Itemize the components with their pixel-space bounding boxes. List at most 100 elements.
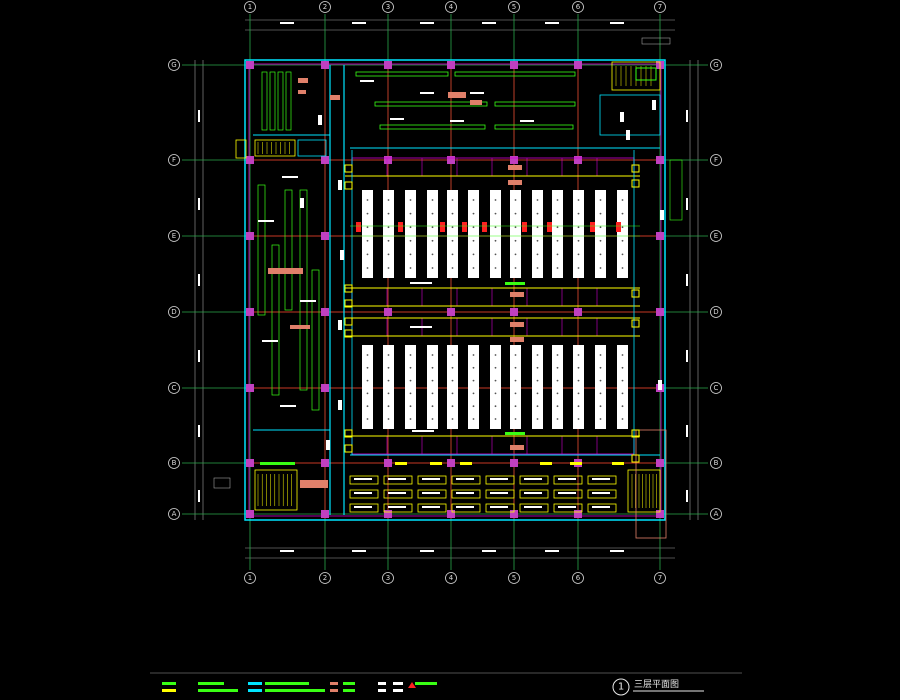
inner-wall <box>248 63 662 517</box>
desk-label-mark <box>354 506 372 508</box>
room-label-mark <box>280 405 296 407</box>
desk-label-mark <box>490 492 508 494</box>
desk-unit <box>485 503 515 513</box>
door-marker <box>344 329 353 338</box>
column-axis-label-bubble <box>382 572 394 584</box>
dimension-text-mark <box>686 350 688 362</box>
legend-swatch <box>330 689 338 692</box>
dimension-text-mark <box>198 110 200 122</box>
desk-label-mark <box>490 506 508 508</box>
counter-bench <box>454 71 576 77</box>
storage-shelf <box>447 190 458 278</box>
shelf-dot <box>577 405 580 408</box>
shelf-dot <box>472 379 475 382</box>
storage-rack <box>311 269 320 411</box>
legend-swatch <box>393 682 403 685</box>
shelf-dot <box>577 253 580 256</box>
dimension-text-mark <box>686 198 688 210</box>
column-axis-label-bubble <box>508 572 520 584</box>
shelf-dot <box>494 354 497 356</box>
row-axis-label: D <box>713 308 718 316</box>
shelf-dot <box>387 405 390 408</box>
grid-axis-layer <box>182 14 708 570</box>
shelf-dot <box>451 239 454 242</box>
room-label-mark <box>520 120 534 122</box>
row-axis-label: E <box>714 232 718 240</box>
legend-swatch <box>330 682 338 685</box>
shelf-dot <box>621 239 624 242</box>
shelf-dot <box>409 379 412 382</box>
yellow-mark <box>612 462 624 465</box>
desk-label-mark <box>456 506 474 508</box>
outer-wall <box>244 59 666 521</box>
column-axis-label-bubble <box>382 1 394 13</box>
shelf-dot <box>621 354 624 356</box>
structural-column <box>656 156 664 164</box>
annex-outline <box>635 429 667 539</box>
room-label-mark <box>450 120 464 122</box>
desk-unit <box>451 475 481 485</box>
shelf-dot <box>514 199 517 201</box>
red-marker <box>590 222 595 232</box>
shelf-dot <box>409 239 412 242</box>
shelf-dot <box>556 267 559 269</box>
desk-label-mark <box>354 478 372 480</box>
storage-shelf <box>532 345 543 429</box>
shelf-dot <box>621 418 624 420</box>
yellow-mark <box>540 462 552 465</box>
column-axis-label-bubble <box>654 572 666 584</box>
shelf-dot <box>599 253 602 256</box>
column-axis-label: 6 <box>576 3 581 11</box>
shelf-dot <box>472 418 475 420</box>
structural-column <box>246 384 254 392</box>
column-axis-label: 4 <box>449 3 454 11</box>
desk-label-mark <box>490 478 508 480</box>
room-label-mark <box>420 92 434 94</box>
dimension-text-mark <box>686 425 688 437</box>
annotation-mark <box>340 250 344 260</box>
door-marker <box>344 444 353 453</box>
annotation-mark <box>626 130 630 140</box>
shelf-dot <box>431 405 434 408</box>
legend-layer <box>150 672 742 692</box>
shelf-dot <box>621 253 624 256</box>
annotation-mark <box>660 210 664 220</box>
desk-unit <box>417 489 447 499</box>
highlight-bar <box>505 432 525 435</box>
room-label-mark <box>262 340 278 342</box>
shelf-dot <box>431 354 434 356</box>
row-axis-label-bubble <box>710 59 722 71</box>
shelf-dot <box>556 366 559 369</box>
storage-rack <box>261 71 268 131</box>
annotation-mark <box>338 400 342 410</box>
shelf-dot <box>514 405 517 408</box>
yellow-mark <box>395 462 407 465</box>
storage-shelf <box>405 345 416 429</box>
column-axis-label: 6 <box>576 574 581 582</box>
annotation-mark <box>300 198 304 208</box>
structural-column <box>384 510 392 518</box>
equipment-block <box>510 292 524 297</box>
legend-swatch <box>265 689 325 692</box>
desk-label-mark <box>388 506 406 508</box>
annotation-mark <box>620 112 624 122</box>
row-axis-label: A <box>172 510 177 518</box>
column-axis-label-bubble <box>508 1 520 13</box>
dimension-text-mark <box>198 350 200 362</box>
shelf-dot <box>514 226 517 229</box>
shelf-dot <box>431 226 434 229</box>
legend-swatch <box>162 689 176 692</box>
equipment-block <box>510 445 524 450</box>
room-label-mark <box>390 118 404 120</box>
cell-row <box>351 157 635 177</box>
column-axis-label: 1 <box>248 3 252 11</box>
shelf-dot <box>599 379 602 382</box>
dimension-text-mark <box>198 425 200 437</box>
dimension-text-mark <box>686 274 688 286</box>
desk-label-mark <box>388 492 406 494</box>
structural-column <box>321 459 329 467</box>
detail-layer <box>213 37 683 539</box>
shelf-dot <box>431 418 434 420</box>
shelf-dot <box>494 379 497 382</box>
